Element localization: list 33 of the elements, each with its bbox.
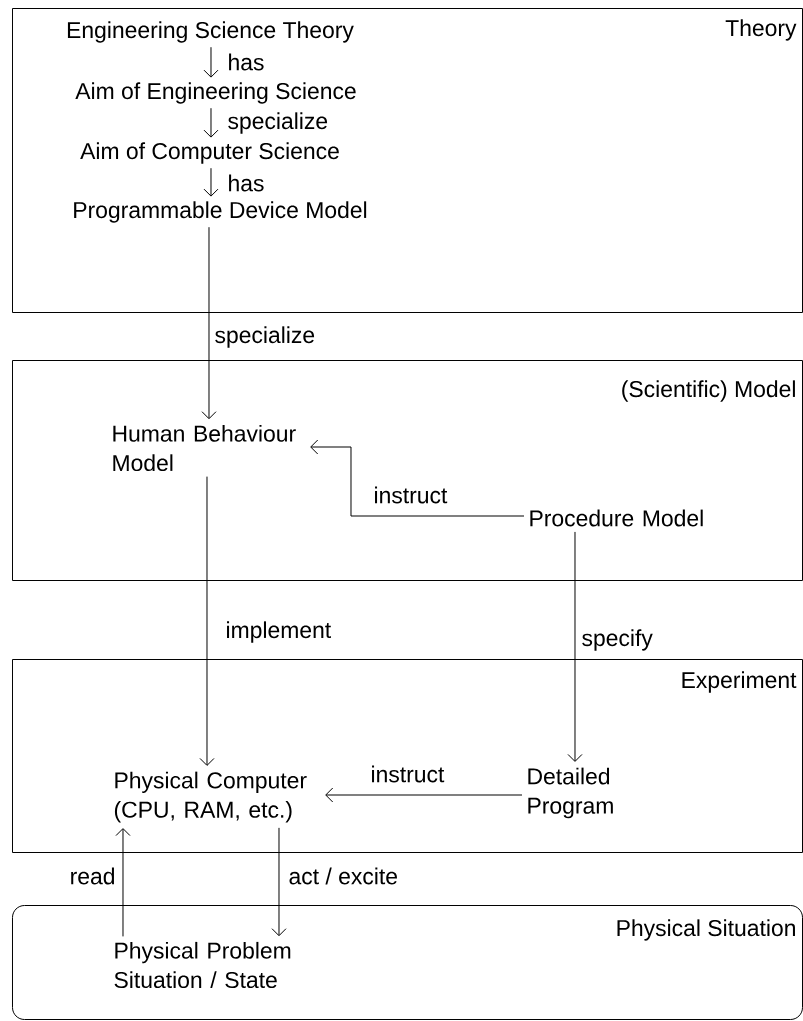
- arrow: [201, 226, 217, 420]
- node-text: Aim of Engineering Science: [75, 82, 356, 104]
- panel-title: Theory: [725, 19, 797, 41]
- edge-label: implement: [224, 620, 333, 644]
- edge-label: instruct: [372, 485, 449, 505]
- node-text: Procedure Model: [530, 509, 703, 527]
- arrow: [203, 46, 219, 78]
- node-text: Programmable Device Model: [74, 201, 367, 223]
- arrow: [199, 476, 215, 766]
- edge-label: has: [226, 52, 266, 72]
- edge-label: act / excite: [287, 866, 399, 886]
- node-text: Engineering Science Theory: [67, 21, 354, 43]
- arrow: [567, 531, 583, 762]
- node-text: Human Behaviour Model: [113, 424, 296, 472]
- panel-title: Physical Situation: [617, 919, 795, 941]
- node-text: Physical Problem Situation / State: [114, 941, 291, 989]
- node-text: Physical Computer (CPU, RAM, etc.): [114, 771, 307, 823]
- arrow: [271, 827, 287, 937]
- arrow: [203, 107, 219, 138]
- edge-label: specify: [580, 628, 654, 652]
- edge-label: read: [68, 866, 117, 886]
- edge-label: has: [226, 173, 266, 193]
- arrow: [325, 787, 523, 803]
- node-text: Aim of Computer Science: [80, 142, 339, 164]
- arrow: [203, 167, 219, 197]
- edge-label: specialize: [213, 325, 317, 349]
- edge-label: instruct: [369, 764, 446, 784]
- panel-title: (Scientific) Model: [622, 380, 795, 402]
- edge-label: specialize: [226, 111, 330, 135]
- arrow: [115, 828, 131, 937]
- arrow: [310, 439, 525, 517]
- panel-title: Experiment: [682, 671, 797, 693]
- node-text: Detailed Program: [528, 767, 613, 819]
